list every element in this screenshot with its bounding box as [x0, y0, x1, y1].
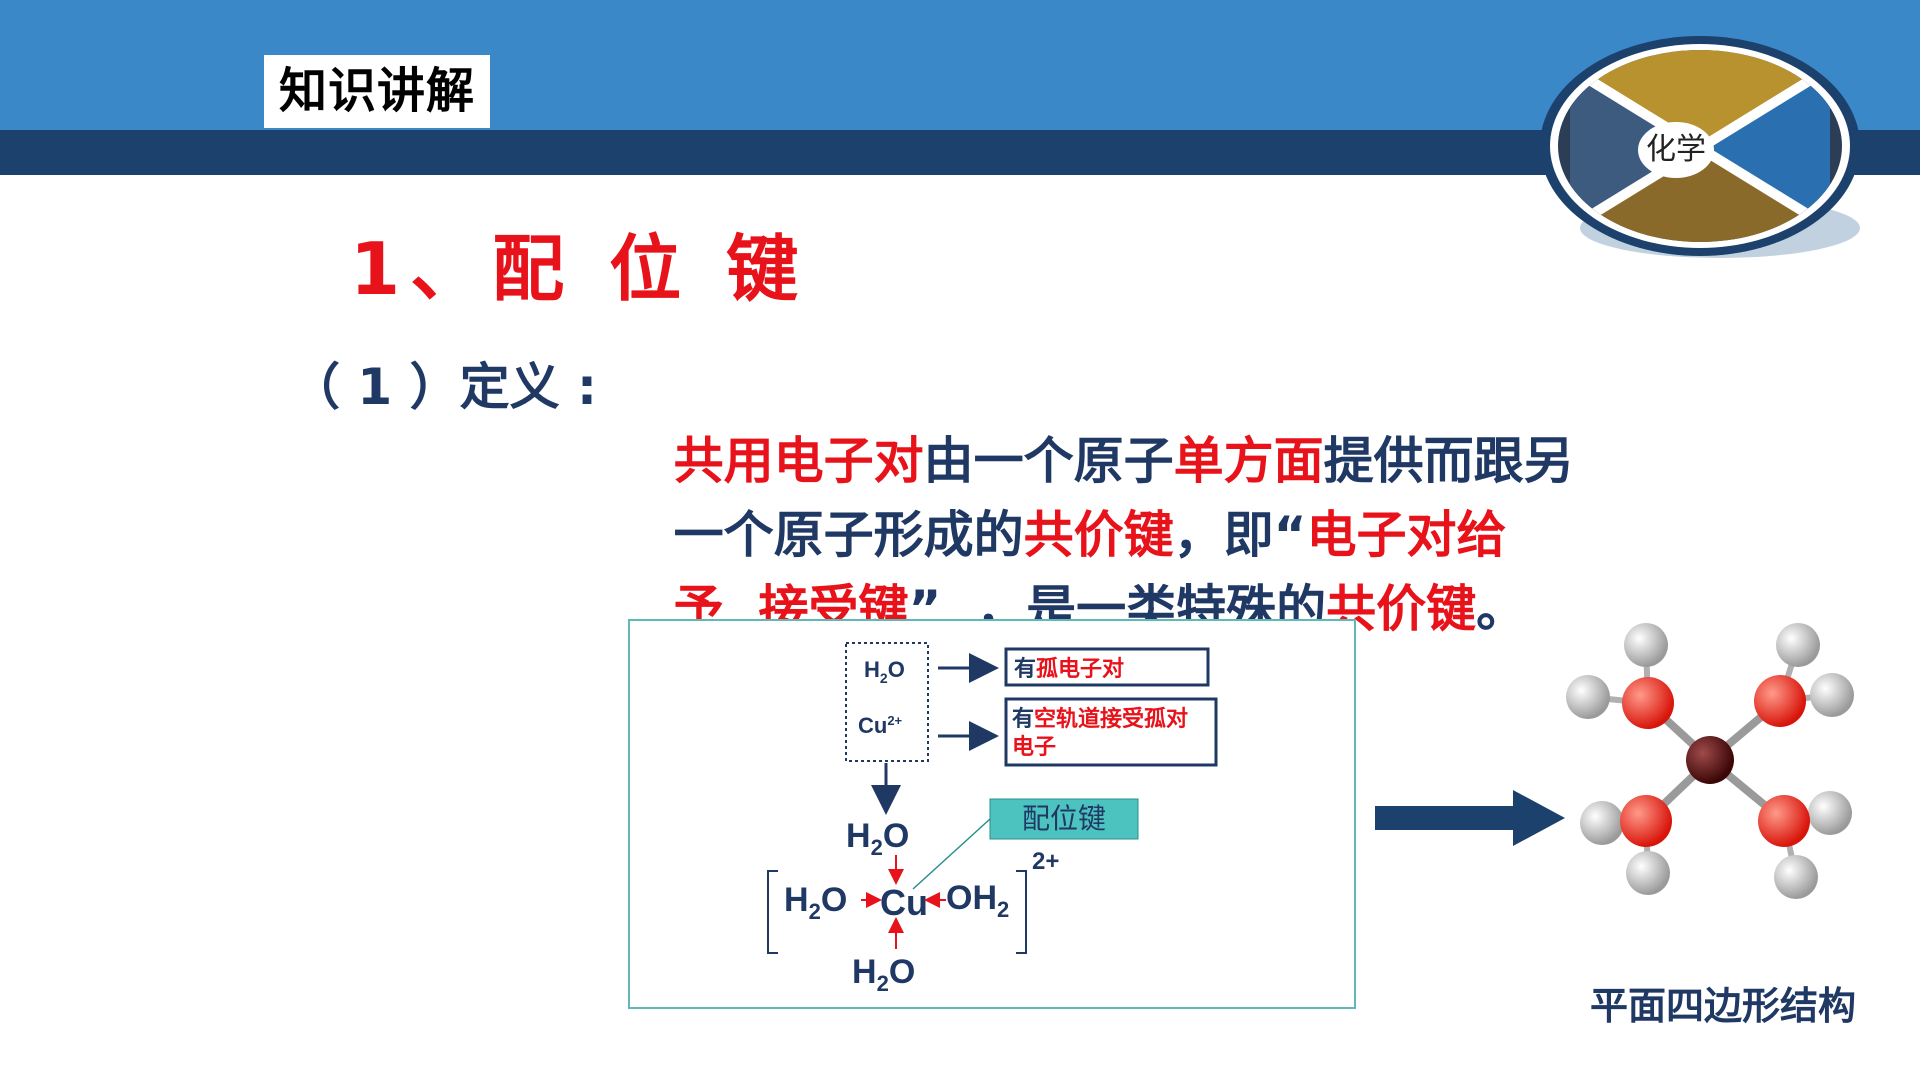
coord-bond-tag [989, 798, 1139, 840]
page-title: 1、配 位 键 [350, 227, 809, 311]
def-text: ，即“ [1173, 506, 1307, 564]
bracket-right [1016, 870, 1027, 954]
definition-label: （ 1 ）定义 : [290, 358, 598, 416]
section-tag: 知识讲解 [264, 55, 490, 128]
def-text: 由一个原子 [923, 432, 1174, 490]
molecule-model [1566, 623, 1854, 899]
coordination-diagram: H2O Cu2+ 有孤电子对 有空轨道接受孤对 电子 配位键 H2O H2O C… [767, 642, 1218, 996]
def-text: 提供而跟另 [1323, 432, 1574, 490]
empty-orbital-text: 有空轨道接受孤对 [1012, 706, 1188, 731]
definition-line-2: 一个原子形成的共价键，即“电子对给 [604, 424, 1507, 646]
bracket-left [767, 870, 778, 954]
h2o-label: H2O [864, 657, 905, 686]
def-text: 电子对给 [1306, 506, 1507, 564]
def-text: 共价键 [1023, 506, 1174, 564]
right-arrow-icon [1375, 790, 1565, 846]
def-text: 。 [1476, 580, 1527, 638]
ligand-left: H2O [784, 881, 847, 924]
logo-label: 化学 [1646, 132, 1706, 167]
ligand-bottom: H2O [852, 953, 915, 996]
coord-pointer [912, 818, 991, 890]
def-text: 共用电子对 [673, 432, 924, 490]
reactant-box [845, 642, 929, 762]
ligand-right: OH2 [946, 879, 1009, 922]
ligand-top: H2O [846, 817, 909, 860]
chemistry-logo [1540, 36, 1860, 258]
complex-charge: 2+ [1032, 848, 1059, 875]
lone-pair-box [1004, 647, 1210, 687]
def-text: 一个原子形成的 [673, 506, 1024, 564]
definition-line-1: 共用电子对由一个原子单方面提供而跟另 [604, 350, 1574, 572]
empty-orbital-text-2: 电子 [1012, 734, 1056, 759]
empty-orbital-box [1004, 697, 1218, 767]
lone-pair-text: 有孤电子对 [1014, 656, 1124, 681]
structure-caption: 平面四边形结构 [1590, 984, 1857, 1028]
cu-ion-label: Cu2+ [858, 713, 903, 738]
center-cu: Cu [880, 882, 928, 923]
def-text: 单方面 [1173, 432, 1324, 490]
coord-bond-text: 配位键 [1022, 802, 1106, 835]
